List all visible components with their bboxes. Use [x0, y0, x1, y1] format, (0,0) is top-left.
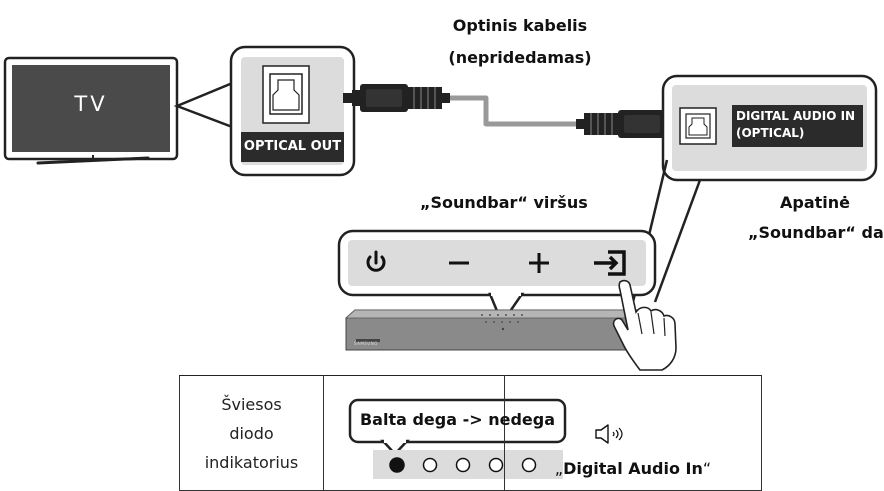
- cable-title-line1: Optinis kabelis: [452, 16, 588, 35]
- hand-icon: [612, 279, 677, 371]
- speaker-icon: [595, 423, 623, 444]
- source-quote-open: „: [554, 458, 564, 478]
- soundbar-top-label: „Soundbar“ viršus: [420, 193, 588, 212]
- source-quote-close: “: [702, 458, 712, 478]
- led-dots: [389, 457, 537, 473]
- led-row-middle: [323, 375, 505, 491]
- source-label: „Digital Audio In“: [505, 459, 761, 478]
- led-indicator-table: Šviesos diodo indikatorius „Digital Audi…: [179, 375, 762, 491]
- source-icon[interactable]: [594, 250, 626, 276]
- power-icon[interactable]: [366, 250, 386, 272]
- tv-icon: [3, 56, 179, 165]
- soundbar-brand: SAMSUNG: [354, 341, 378, 346]
- led-indicator-1: [389, 457, 405, 473]
- tv-label: TV: [74, 92, 108, 116]
- soundbar-bottom-line1: Apatinė: [779, 193, 850, 212]
- digital-audio-in-line2: (OPTICAL): [736, 126, 805, 140]
- cable-title-line2: (nepridedamas): [448, 48, 592, 67]
- plus-icon[interactable]: [529, 253, 549, 273]
- led-indicator-4: [488, 457, 504, 473]
- led-indicator-2: [422, 457, 438, 473]
- cable-title: Optinis kabelis (nepridedamas): [430, 10, 610, 74]
- led-label-line2: diodo: [229, 423, 274, 443]
- digital-audio-in-label: DIGITAL AUDIO IN (OPTICAL): [736, 108, 855, 142]
- led-label-line1: Šviesos: [221, 394, 282, 414]
- soundbar-bottom-label: Apatinė „Soundbar“ dalis: [748, 188, 884, 248]
- optical-out-panel: [229, 45, 356, 177]
- digital-audio-in-line1: DIGITAL AUDIO IN: [736, 109, 856, 123]
- optical-out-label: OPTICAL OUT: [243, 139, 342, 154]
- led-label-line3: indikatorius: [204, 452, 299, 472]
- soundbar-bottom-line2: „Soundbar“ dalis: [748, 223, 884, 242]
- speaker-icon-wrap: [505, 389, 761, 447]
- led-callout-text: Balta dega -> nedega: [359, 410, 556, 429]
- source-name: Digital Audio In: [563, 458, 703, 478]
- optical-cable: [343, 84, 682, 138]
- led-indicator-5: [521, 457, 537, 473]
- led-row-source: „Digital Audio In“: [504, 375, 762, 491]
- digital-audio-in-panel: [661, 74, 878, 182]
- soundbar-top-panel: [337, 229, 657, 297]
- soundbar-body: [344, 309, 662, 351]
- led-indicator-3: [455, 457, 471, 473]
- led-row-label: Šviesos diodo indikatorius: [179, 375, 324, 491]
- button-row: [366, 250, 626, 276]
